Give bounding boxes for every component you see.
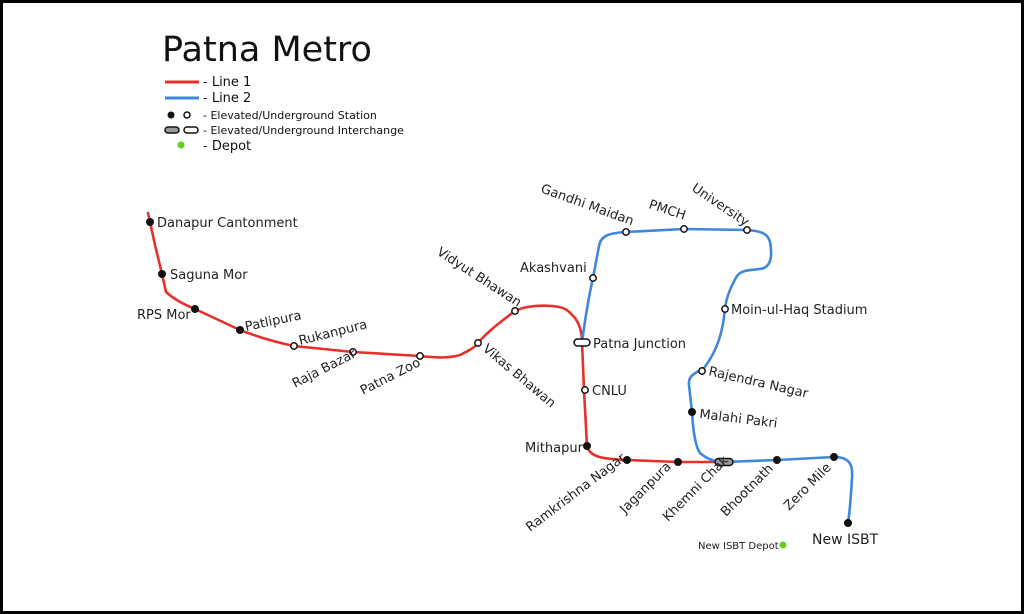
station-new-isbt-dot[interactable] [844,519,852,527]
station-rukanpura-dot[interactable] [290,342,298,350]
station-patna-zoo-dot[interactable] [416,352,424,360]
station-saguna-mor-dot[interactable] [158,270,166,278]
station-raja-bazar-label: Raja Bazar [290,346,359,391]
station-ramkrishna-nagar-dot[interactable] [623,456,631,464]
station-danapur-cantonment-label: Danapur Cantonment [157,216,298,231]
metro-map: Patna Metro - Line 1 - Line 2 - Elevated… [137,30,879,552]
depot-dot[interactable] [779,541,787,549]
station-vikas-bhawan-label: Vikas Bhawan [479,342,558,412]
station-patna-junction-interchange[interactable] [573,338,591,347]
legend-station-label: - Elevated/Underground Station [203,109,377,122]
legend: - Line 1 - Line 2 - Elevated/Underground… [164,75,404,154]
station-moin-ul-haq-stadium-label: Moin-ul-Haq Stadium [731,303,867,318]
station-malahi-pakri-label: Malahi Pakri [699,407,779,431]
station-moin-ul-haq-stadium-dot[interactable] [721,305,729,313]
legend-underground-interchange [183,126,199,134]
station-cnlu-dot[interactable] [581,386,589,394]
station-jaganpura-dot[interactable] [674,458,682,466]
station-danapur-cantonment-dot[interactable] [146,218,154,226]
station-mithapur-label: Mithapur [525,441,584,456]
station-university-dot[interactable] [743,226,751,234]
station-patna-zoo-label: Patna Zoo [358,355,423,398]
station-zero-mile-dot[interactable] [830,453,838,461]
station-pmch-dot[interactable] [680,225,688,233]
line1-route [146,211,726,464]
station-pmch-label: PMCH [647,198,688,224]
station-rajendra-nagar-label: Rajendra Nagar [707,364,810,402]
station-rps-mor-dot[interactable] [191,305,199,313]
station-raja-bazar-dot[interactable] [349,348,357,356]
station-akashvani-label: Akashvani [520,261,587,276]
station-university-label: University [689,181,752,230]
station-akashvani-dot[interactable] [589,274,597,282]
station-vikas-bhawan-dot[interactable] [474,339,482,347]
legend-depot-dot [177,141,185,149]
station-saguna-mor-label: Saguna Mor [170,268,248,283]
legend-depot-label: - Depot [203,139,251,154]
station-zero-mile-label: Zero Mile [781,460,834,513]
station-patlipura-dot[interactable] [236,326,244,334]
station-cnlu-label: CNLU [592,384,627,399]
station-vidyut-bhawan-label: Vidyut Bhawan [434,245,524,311]
station-mithapur-dot[interactable] [583,442,591,450]
station-rukanpura-label: Rukanpura [297,317,369,348]
station-malahi-pakri-dot[interactable] [688,408,696,416]
legend-line2-label: - Line 2 [203,91,251,106]
legend-line1-label: - Line 1 [203,75,251,90]
station-gandhi-maidan-dot[interactable] [622,228,630,236]
station-khemni-chak-interchange[interactable] [714,457,734,467]
station-new-isbt-label: New ISBT [812,532,879,548]
legend-elevated-interchange [164,126,180,134]
legend-interchange-label: - Elevated/Underground Interchange [203,124,404,137]
stations-line1: Danapur Cantonment Saguna Mor RPS Mor Pa… [137,216,686,535]
station-bhootnath-label: Bhootnath [718,461,776,519]
depot-label: New ISBT Depot [698,541,779,552]
legend-underground-station-dot [183,111,191,119]
station-bhootnath-dot[interactable] [773,456,781,464]
legend-elevated-station-dot [167,111,175,119]
station-vidyut-bhawan-dot[interactable] [511,307,519,315]
station-rps-mor-label: RPS Mor [137,308,191,323]
station-khemni-chak-label: Khemni Chak [660,453,732,525]
station-rajendra-nagar-dot[interactable] [698,367,706,375]
station-gandhi-maidan-label: Gandhi Maidan [539,182,636,230]
station-ramkrishna-nagar-label: Ramkrishna Nagar [523,450,629,535]
station-patlipura-label: Patlipura [244,308,303,335]
map-title: Patna Metro [162,30,372,70]
station-patna-junction-label: Patna Junction [593,337,686,352]
